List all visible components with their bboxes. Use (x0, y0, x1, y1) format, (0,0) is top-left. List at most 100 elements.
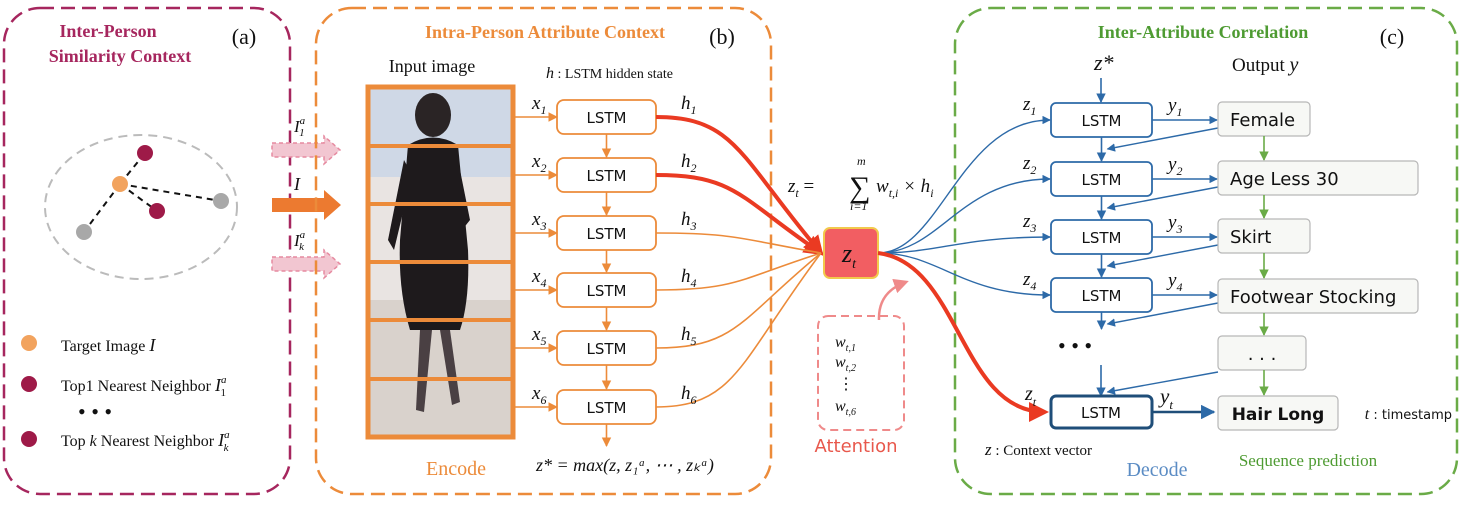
attention-node-label: zt (841, 239, 857, 272)
output-label-3: Skirt (1230, 227, 1271, 248)
panel-a-similarity-context: Inter-Person Similarity Context (a) Targ… (2, 6, 292, 496)
decoder-lstm-label-4: LSTM (1082, 287, 1122, 305)
output-label-6: Hair Long (1232, 405, 1325, 425)
output-box-6 (1217, 395, 1339, 431)
panel-c-attribute-correlation: Inter-Attribute Correlation (c) z* Outpu… (877, 6, 1459, 496)
panel-a-border (2, 6, 292, 496)
input-image-label: Input image (389, 56, 475, 76)
yt-label: yt (1158, 384, 1173, 412)
x-label-4: x4 (531, 266, 546, 290)
hidden-state-note: h : LSTM hidden state (546, 65, 673, 82)
x-label-2: x2 (531, 151, 546, 175)
output-label-2: Age Less 30 (1230, 169, 1339, 190)
context-to-lstm-4 (877, 252, 1051, 300)
encoder-lstm-label-6: LSTM (587, 399, 627, 417)
output-box-5 (1217, 335, 1307, 371)
encoder-lstm-label-3: LSTM (587, 225, 627, 243)
pedestrian-body (399, 137, 469, 330)
encoder-lstm-label-5: LSTM (587, 340, 627, 358)
timestamp-note: t : timestamp (1365, 406, 1452, 423)
legend-target-marker (21, 335, 37, 351)
legend-ellipsis: • • • (78, 399, 112, 424)
input-image (365, 84, 516, 440)
sum-symbol: ∑ (849, 171, 870, 204)
panel-a-title-line2: Similarity Context (49, 46, 191, 66)
attention-module: zt = ∑ m i=1 wt,i × hi zt wt,1 wt,2 ⋮ wt… (787, 154, 934, 457)
x-label-3: x3 (531, 209, 546, 233)
panel-a-title-line1: Inter-Person (59, 21, 156, 41)
neighbor-node-1 (137, 145, 153, 161)
output-box-4 (1217, 278, 1419, 314)
h-label-5: h5 (681, 324, 697, 348)
edge-gray-right (119, 183, 222, 202)
y-label-4: y4 (1166, 270, 1182, 294)
h-label-2: h2 (681, 151, 697, 175)
panel-b-border (314, 6, 773, 496)
legend-top1-marker (21, 376, 37, 392)
attention-weights-box (817, 315, 905, 431)
hidden-state-path-4 (655, 252, 822, 291)
panel-c-border (953, 6, 1459, 496)
output-label-1: Female (1230, 110, 1295, 131)
neighbor-space-ellipse (44, 134, 238, 280)
panel-b-tag: (b) (709, 24, 735, 49)
neighbor-node-2 (149, 203, 165, 219)
decode-label: Decode (1126, 459, 1187, 481)
panel-b-attribute-context: Intra-Person Attribute Context (b) Input… (314, 6, 825, 496)
sum-upper: m (857, 154, 866, 168)
attention-formula-rhs: wt,i × hi (876, 176, 934, 200)
y-label-3: y3 (1166, 212, 1182, 236)
arrow-target-feature (272, 190, 341, 220)
legend-topk-marker (21, 431, 37, 447)
hidden-state-path-6 (655, 252, 822, 408)
output-label-4: Footwear Stocking (1230, 287, 1396, 308)
h-label-6: h6 (681, 383, 697, 407)
panel-b-title: Intra-Person Attribute Context (425, 22, 665, 42)
hidden-state-path-5 (655, 252, 822, 349)
decoder-lstm-label-1: LSTM (1082, 112, 1122, 130)
z-label-1: z1 (1022, 94, 1036, 118)
target-node (112, 176, 128, 192)
pedestrian-leg-left (416, 330, 432, 412)
attention-label: Attention (814, 436, 897, 457)
x-label-5: x5 (531, 324, 546, 348)
legend-target-label: Target Image I (61, 335, 156, 355)
h-label-3: h3 (681, 209, 697, 233)
hidden-state-path-1 (655, 115, 824, 257)
output-label: Output y (1232, 54, 1299, 76)
hidden-state-path-2 (655, 173, 825, 256)
feedback-arrow-2 (1106, 186, 1219, 211)
z-label-3: z3 (1022, 211, 1036, 235)
decoder-lstm-label-2: LSTM (1082, 171, 1122, 189)
pedestrian-leg-right (440, 330, 460, 405)
encode-label: Encode (426, 458, 486, 480)
context-to-lstm-3 (877, 232, 1051, 254)
weight-6: wt,6 (835, 398, 856, 418)
context-vector-note: z : Context vector (984, 440, 1092, 459)
edge-gray-left (83, 183, 121, 233)
z-label-2: z2 (1022, 153, 1036, 177)
encoder-lstm-label-1: LSTM (587, 109, 627, 127)
feedback-arrow-3 (1106, 244, 1219, 269)
h-label-1: h1 (681, 93, 697, 117)
feedback-arrow-4 (1106, 302, 1219, 327)
sum-lower: i=1 (850, 199, 867, 213)
weight-1: wt,1 (835, 334, 856, 354)
zstar-formula: z* = max(z, z₁ᵃ, ⋯ , zₖᵃ) (535, 455, 714, 476)
z-label-4: z4 (1022, 269, 1036, 293)
panel-c-title: Inter-Attribute Correlation (1098, 22, 1308, 42)
feedback-arrow-ellipsis (1106, 371, 1219, 395)
zstar-label: z* (1093, 50, 1114, 75)
feedback-arrow-1 (1106, 127, 1219, 152)
decoder-lstm-label-final: LSTM (1081, 404, 1121, 422)
arrow-topk-feature (271, 248, 342, 280)
output-label-5: . . . (1248, 344, 1277, 365)
attention-weight-arrow (877, 278, 909, 321)
context-to-lstm-1 (877, 115, 1051, 254)
context-to-final-lstm (877, 251, 1049, 422)
hidden-state-path-3 (655, 232, 822, 254)
